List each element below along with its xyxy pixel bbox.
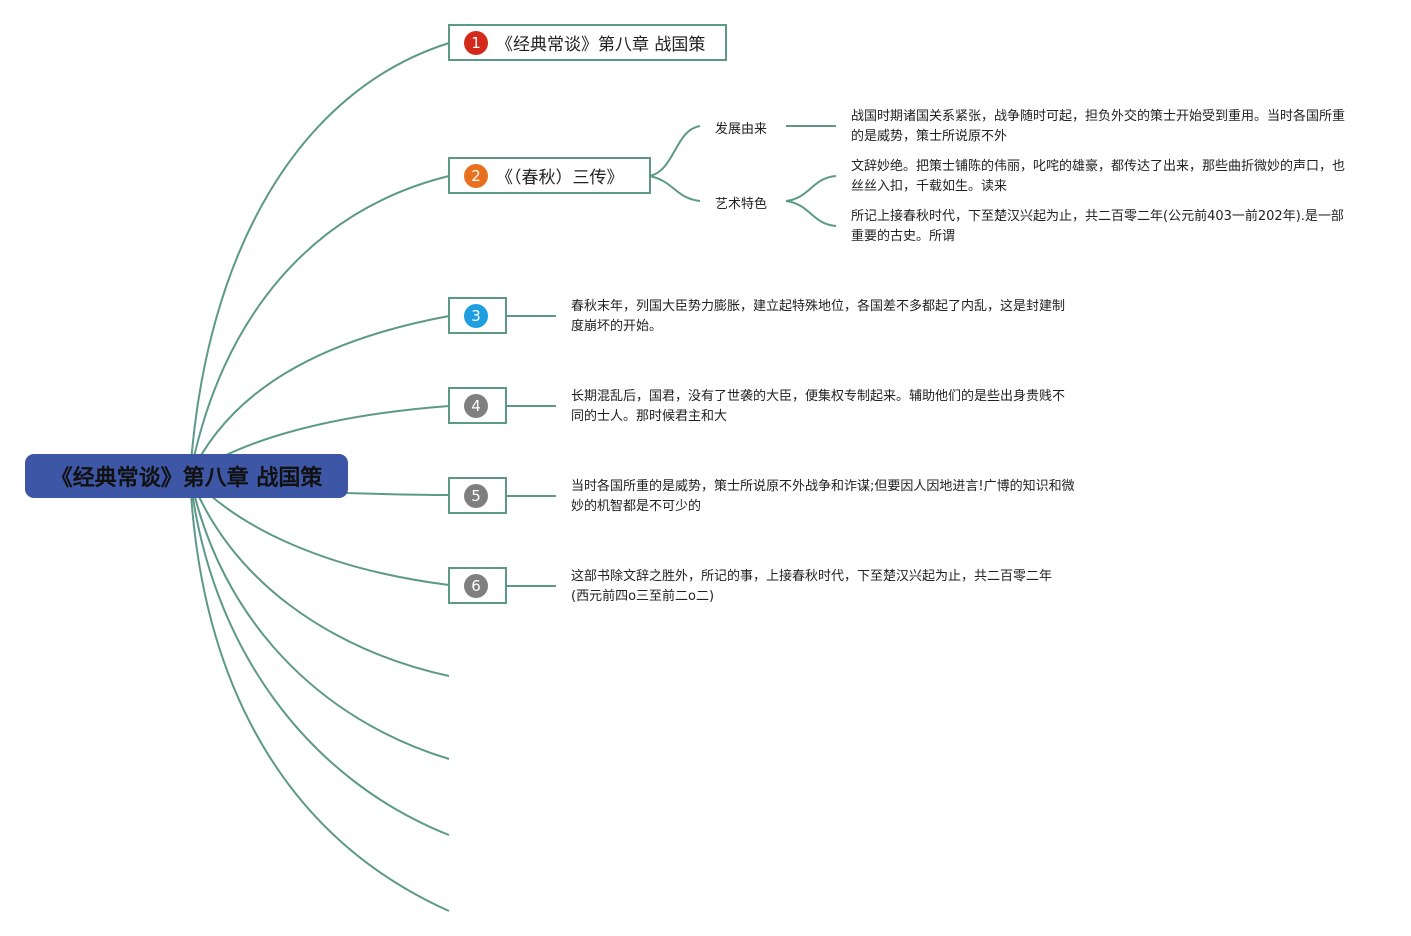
root-topic[interactable]: 《经典常谈》第八章 战国策 xyxy=(25,454,348,498)
note-art-2[interactable]: 所记上接春秋时代，下至楚汉兴起为止，共二百零二年(公元前403一前202年).是… xyxy=(851,209,1344,244)
marker-6-icon: 6 xyxy=(464,573,488,598)
link-art-note-2 xyxy=(785,200,837,227)
note-topic-4[interactable]: 长期混乱后，国君，没有了世袭的大臣，便集权专制起来。辅助他们的是些出身贵贱不同的… xyxy=(571,389,1066,424)
topic-5[interactable]: 5 xyxy=(448,477,507,514)
marker-4-icon: 4 xyxy=(464,393,488,418)
link-empty-8 xyxy=(189,475,450,760)
link-topic-2 xyxy=(189,175,450,477)
link-topic-5 xyxy=(344,492,450,496)
note-art-1[interactable]: 文辞妙绝。把策士铺陈的伟丽，叱咤的雄豪，都传达了出来，那些曲折微妙的声口，也丝丝… xyxy=(851,159,1346,194)
subtopic-origin[interactable]: 发展由来 xyxy=(715,122,768,137)
marker-5-icon: 5 xyxy=(464,483,488,508)
topic-4[interactable]: 4 xyxy=(448,387,507,424)
link-empty-9 xyxy=(189,475,450,836)
root-topic-label: 《经典常谈》第八章 战国策 xyxy=(50,466,323,491)
note-topic-3[interactable]: 春秋末年，列国大臣势力膨胀，建立起特殊地位，各国差不多都起了内乱，这是封建制度崩… xyxy=(571,299,1066,334)
link-topic-3 xyxy=(189,315,450,477)
link-origin xyxy=(649,125,701,177)
topic-1[interactable]: 1 《经典常谈》第八章 战国策 xyxy=(448,24,727,61)
note-topic-5[interactable]: 当时各国所重的是威势，策士所说原不外战争和诈谋;但要因人因地进言!广博的知识和微… xyxy=(571,479,1075,514)
marker-2-icon: 2 xyxy=(464,163,488,188)
topic-3[interactable]: 3 xyxy=(448,297,507,334)
topic-2[interactable]: 2 《（春秋）三传》 xyxy=(448,157,651,194)
marker-3-icon: 3 xyxy=(464,303,488,328)
link-empty-10 xyxy=(189,475,450,912)
link-art-note-1 xyxy=(785,175,837,202)
subtopic-art[interactable]: 艺术特色 xyxy=(715,197,768,212)
link-topic-1 xyxy=(189,42,450,477)
link-empty-7 xyxy=(189,475,450,677)
note-origin[interactable]: 战国时期诸国关系紧张，战争随时可起，担负外交的策士开始受到重用。当时各国所重的是… xyxy=(851,109,1346,144)
link-art xyxy=(649,175,701,202)
marker-1-icon: 1 xyxy=(464,30,488,55)
topic-1-label: 《经典常谈》第八章 战国策 xyxy=(496,35,706,55)
topic-6[interactable]: 6 xyxy=(448,567,507,604)
note-topic-6[interactable]: 这部书除文辞之胜外，所记的事，上接春秋时代，下至楚汉兴起为止，共二百零二年(西元… xyxy=(571,569,1053,604)
topic-2-label: 《（春秋）三传》 xyxy=(496,168,624,188)
